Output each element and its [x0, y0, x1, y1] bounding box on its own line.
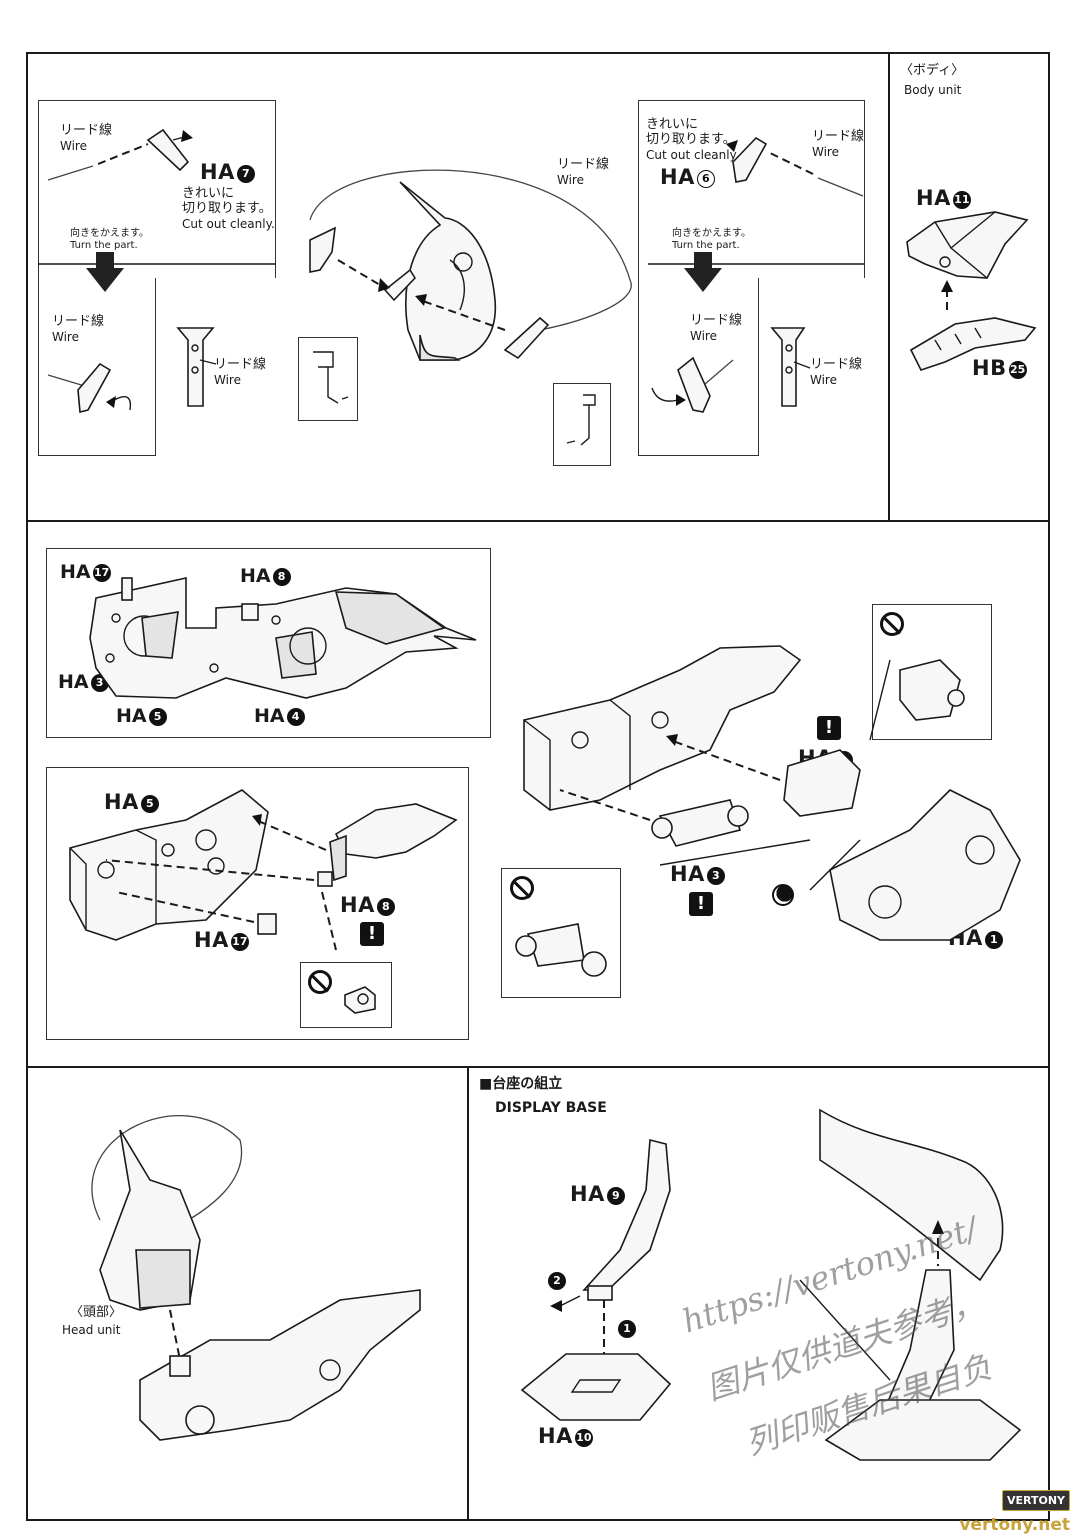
left-wire2-en: Wire: [52, 330, 79, 344]
left-detail-illustration: [38, 128, 276, 414]
display-base-title-jp: ■台座の組立: [479, 1076, 563, 1092]
head-unit-label-en: Head unit: [62, 1323, 121, 1337]
left-wire3-en: Wire: [214, 373, 241, 387]
paint-marker-icon: [772, 884, 794, 906]
right-wire3-jp: リード線: [810, 357, 863, 372]
part-number-6: 6: [696, 170, 715, 188]
right-wire-jp: リード線: [812, 129, 865, 144]
ha4-detail-illustration: [899, 659, 965, 721]
right-wire2-en: Wire: [690, 329, 717, 343]
ha3-detail-illustration: [515, 923, 607, 977]
left-wire2-jp: リード線: [52, 314, 105, 329]
warning-icon-ha4: !: [817, 716, 841, 740]
left-turn-jp: 向きをかえます。: [70, 228, 149, 239]
body-unit-title-en: Body unit: [904, 83, 962, 97]
part-number-17b: 17: [230, 933, 249, 951]
left-wire-subbox: [155, 278, 276, 456]
part-number-3b: 3: [706, 867, 725, 885]
right-wire2-jp: リード線: [690, 313, 743, 328]
vertony-logo: VERTONY: [1001, 1490, 1070, 1511]
part-number-4: 4: [286, 708, 305, 726]
part-number-7: 7: [236, 165, 255, 183]
base-mount-illustration: [799, 1108, 1022, 1461]
left-clip-shape: [313, 351, 349, 404]
right-cut-en: Cut out cleanly.: [646, 148, 739, 162]
prohibited-icon: [308, 970, 332, 994]
right-clip-detail: [553, 383, 611, 466]
right-wire-en: Wire: [812, 145, 839, 159]
ha8-detail-illustration: [344, 986, 376, 1014]
left-wire3-jp: リード線: [214, 357, 267, 372]
torso-assembly-illustration: [523, 645, 1021, 941]
head-assembly-illustration: [309, 169, 632, 361]
vertony-footer-mark: vertony.net: [959, 1515, 1070, 1535]
final-assembly-illustration: [91, 1114, 421, 1441]
right-detail-illustration: [648, 136, 865, 413]
warning-icon: !: [360, 922, 384, 946]
prohibited-icon-ha3: [510, 876, 534, 900]
body-unit-illustration: [906, 211, 1037, 371]
bottom-section-frame: [26, 1066, 1050, 1521]
part-number-5: 5: [148, 708, 167, 726]
assembly-illustration: [69, 789, 458, 951]
part-number-8b: 8: [376, 898, 395, 916]
right-cut-jp-2: 切り取ります。: [646, 132, 736, 147]
left-cut-jp-2: 切り取ります。: [182, 201, 272, 216]
part-number-11: 11: [952, 191, 971, 209]
display-base-title-en: DISPLAY BASE: [495, 1100, 607, 1116]
right-wire-subbox: [758, 278, 865, 456]
right-wire3-en: Wire: [810, 373, 837, 387]
head-unit-label-jp: 〈頭部〉: [70, 1305, 123, 1320]
body-unit-title-jp: 〈ボディ〉: [900, 63, 965, 78]
center-wire-label-jp: リード線: [557, 157, 610, 172]
right-turn-en: Turn the part.: [672, 240, 740, 251]
part-number-25: 25: [1008, 361, 1027, 379]
right-turn-jp: 向きをかえます。: [672, 228, 751, 239]
inner-frame-illustration: [89, 577, 477, 699]
part-number-1: 1: [984, 931, 1003, 949]
part-number-5b: 5: [140, 795, 159, 813]
step-1-badge: 1: [616, 1320, 636, 1338]
left-wire-label-jp: リード線: [60, 123, 113, 138]
left-cut-en: Cut out cleanly.: [182, 217, 275, 231]
left-wire-label-en: Wire: [60, 139, 87, 153]
right-cut-jp-1: きれいに: [646, 117, 699, 132]
left-turn-en: Turn the part.: [70, 240, 138, 251]
part-number-17: 17: [92, 564, 111, 582]
step-2-badge: 2: [546, 1272, 566, 1290]
warning-icon-ha3: !: [689, 892, 713, 916]
part-number-9: 9: [606, 1187, 625, 1205]
center-wire-label-en: Wire: [557, 173, 584, 187]
display-base-illustration: [520, 1138, 672, 1421]
display-base-frame: [467, 1066, 469, 1521]
prohibited-icon-ha4: [880, 612, 904, 636]
part-number-8: 8: [272, 568, 291, 586]
right-clip-shape: [566, 394, 596, 446]
part-number-10: 10: [574, 1429, 593, 1447]
left-cut-jp-1: きれいに: [182, 186, 235, 201]
